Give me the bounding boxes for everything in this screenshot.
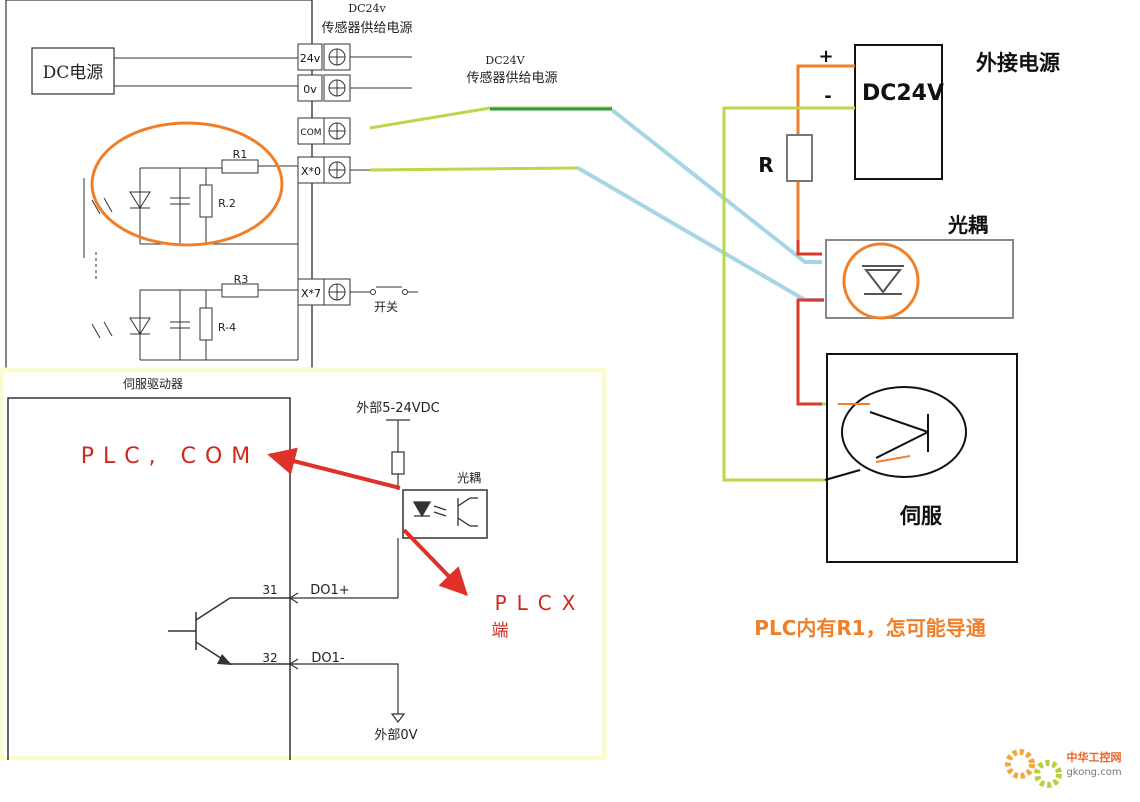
connection-wires xyxy=(369,106,824,302)
optocoupler-diode-icon xyxy=(862,265,904,295)
terminal-x0: X*0 xyxy=(301,165,321,178)
watermark-logo: 中华工控网 gkong.com xyxy=(1005,749,1122,788)
resistor-r1-label: R1 xyxy=(233,148,248,161)
servo-diode-icon xyxy=(869,411,929,459)
plcx-suffix-label: 端 xyxy=(492,621,509,641)
resistor-r-box xyxy=(786,134,813,182)
arrow-to-plcx xyxy=(402,528,468,597)
do1-minus-label: DO1- xyxy=(311,651,345,666)
transistor-icon xyxy=(168,597,290,665)
resistor-r-label: R xyxy=(758,153,773,177)
do1-plus-label: DO1+ xyxy=(310,583,349,598)
terminal-com: COM xyxy=(300,128,321,138)
plc-header-line1: DC24v xyxy=(348,2,386,15)
servo-box xyxy=(826,353,1018,563)
question-text: PLC内有R1，怎可能导通 xyxy=(754,616,985,640)
wire-label-line1: DC24V xyxy=(485,54,525,67)
external-supply-label: 外部5-24VDC xyxy=(356,401,440,416)
switch-symbol xyxy=(350,286,418,295)
terminal-block: 24v 0v COM X*0 X*7 xyxy=(297,43,325,306)
servo-driver-panel: 伺服驱动器 外部5-24VDC 光耦 外部0V xyxy=(0,367,607,761)
dc-power-box xyxy=(31,47,115,95)
switch-label: 开关 xyxy=(374,300,398,314)
pin-32-label: 32 xyxy=(262,651,277,665)
resistor-r4-label: R-4 xyxy=(218,321,236,334)
terminal-x7: X*7 xyxy=(301,287,321,300)
highlight-circle-optocoupler xyxy=(842,242,920,320)
servo-optocoupler-icon xyxy=(412,497,478,527)
external-0v-label: 外部0V xyxy=(374,728,417,743)
dc24v-box xyxy=(854,44,943,180)
plcx-label: PLCX xyxy=(495,591,586,615)
terminal-24v: 24v xyxy=(300,52,321,65)
input-circuit-1 xyxy=(83,159,298,258)
right-diagram: DC24V 外接电源 + - R 光耦 xyxy=(722,44,1060,563)
servo-optocoupler-label: 光耦 xyxy=(457,471,481,485)
pin-31-label: 31 xyxy=(262,583,277,597)
input-circuit-2 xyxy=(91,166,299,361)
screw-icons xyxy=(323,43,351,306)
optocoupler-label: 光耦 xyxy=(947,213,988,237)
resistor-r2-label: R.2 xyxy=(218,197,236,210)
dc24v-label: DC24V xyxy=(862,81,944,106)
dc-power-label: DC电源 xyxy=(43,63,104,83)
external-power-label: 外接电源 xyxy=(976,51,1060,75)
servo-driver-title: 伺服驱动器 xyxy=(123,377,183,391)
wire-label-line2: 传感器供给电源 xyxy=(466,70,557,86)
terminal-0v: 0v xyxy=(303,83,317,96)
plus-label: + xyxy=(818,46,833,67)
watermark-url: gkong.com xyxy=(1066,767,1121,778)
resistor-r3-label: R3 xyxy=(234,273,249,286)
plc-com-label: PLC, COM xyxy=(81,444,260,469)
minus-label: - xyxy=(824,86,831,107)
servo-label: 伺服 xyxy=(899,504,943,528)
highlight-ellipse-r1 xyxy=(90,121,284,247)
watermark-cn: 中华工控网 xyxy=(1067,750,1122,764)
plc-panel: DC电源 DC24v 传感器供给电源 24v 0v COM X*0 X*7 xyxy=(5,0,470,371)
plc-header-line2: 传感器供给电源 xyxy=(321,20,412,36)
arrow-to-plc-com xyxy=(267,447,401,490)
